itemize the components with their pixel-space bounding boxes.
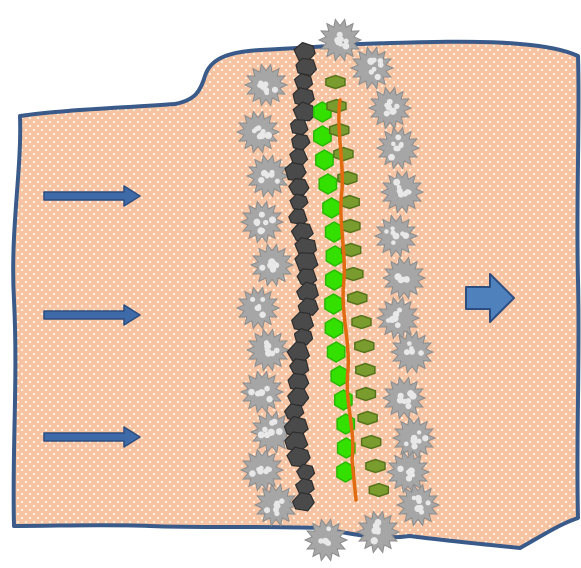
hexagon-icon <box>327 100 346 113</box>
dark-grain-icon <box>291 120 308 135</box>
hexagon-icon <box>356 364 375 377</box>
hexagon-icon <box>328 342 345 362</box>
hexagon-icon <box>366 460 385 473</box>
hexagon-icon <box>323 198 340 218</box>
hexagon-icon <box>325 294 342 314</box>
hexagon-icon <box>326 76 345 89</box>
hexagon-icon <box>362 436 381 449</box>
hexagon-icon <box>356 388 375 401</box>
hexagon-icon <box>348 292 367 305</box>
hexagon-icon <box>341 220 360 233</box>
dark-grain-icon <box>296 58 316 75</box>
hexagon-icon <box>326 270 343 290</box>
hexagon-icon <box>334 148 353 161</box>
hexagon-icon <box>352 316 371 329</box>
hexagon-icon <box>358 412 377 425</box>
hexagon-icon <box>314 126 331 146</box>
hexagon-icon <box>344 268 363 281</box>
hexagon-icon <box>319 174 336 194</box>
hexagon-icon <box>325 318 342 338</box>
hexagon-icon <box>369 484 388 497</box>
hexagon-icon <box>355 340 374 353</box>
hexagon-icon <box>316 150 333 170</box>
